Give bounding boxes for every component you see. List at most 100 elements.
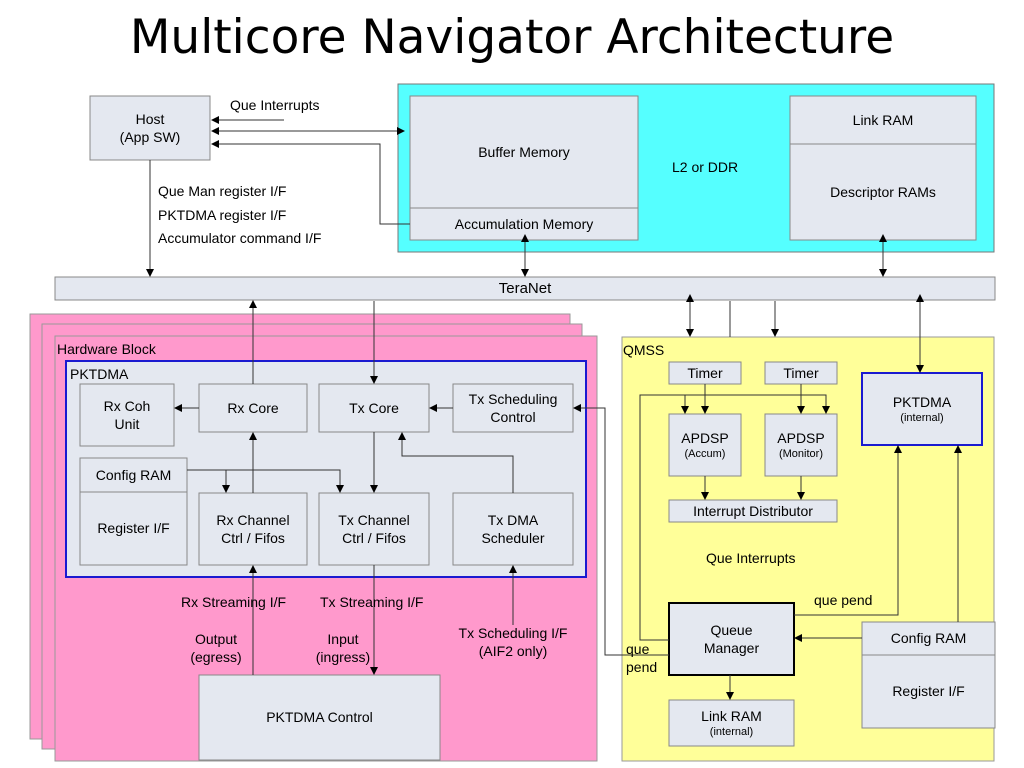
qmss-link-ram-label-box: Link RAM (internal)	[669, 700, 794, 746]
host-if-label-2: PKTDMA register I/F	[158, 207, 287, 223]
apdsp1-box	[668, 413, 742, 477]
host-box	[89, 95, 211, 161]
link-ram-descriptor-box	[789, 95, 977, 241]
rx-channel-label-1: Rx Channel	[216, 511, 290, 528]
host-sublabel: (App SW)	[119, 129, 181, 145]
tx-core-box	[318, 383, 430, 433]
buffer-memory-label: Buffer Memory	[478, 143, 570, 160]
tx-dma-sched-label-1: Tx DMA	[487, 511, 539, 528]
interrupt-distributor-label-box: Interrupt Distributor	[669, 500, 837, 522]
apdsp1-label-box: APDSP (Accum)	[669, 414, 741, 476]
link-ram-label-box: Link RAM	[790, 96, 976, 144]
qmss-pktdma-label-box: PKTDMA (internal)	[862, 373, 982, 445]
qmss-config-ram-label-box: Config RAM	[862, 622, 995, 655]
config-register-box	[79, 457, 188, 566]
accumulation-memory-label: Accumulation Memory	[454, 215, 594, 232]
register-if-label-box: Register I/F	[80, 492, 187, 565]
teranet-label-box: TeraNet	[55, 277, 995, 300]
apdsp2-sublabel: (Monitor)	[778, 447, 823, 460]
rx-channel-box	[198, 492, 308, 566]
tx-core-label-box: Tx Core	[319, 384, 429, 432]
rx-streaming-if-label: Rx Streaming I/F	[181, 594, 287, 610]
apdsp1-sublabel: (Accum)	[684, 447, 726, 460]
apdsp2-box	[764, 413, 838, 477]
teranet-label: TeraNet	[498, 279, 552, 297]
qmss-register-if-label: Register I/F	[892, 683, 965, 700]
queue-manager-label-2: Manager	[703, 640, 760, 656]
rx-coh-label-box: Rx Coh Unit	[80, 384, 174, 446]
que-pend-left-label-1: que	[626, 641, 650, 657]
qmss-pktdma-label: PKTDMA	[892, 393, 952, 410]
tx-sched-ctrl-label-1: Tx Scheduling	[468, 390, 558, 407]
qmss-pktdma-box	[861, 372, 983, 446]
descriptor-rams-label: Descriptor RAMs	[830, 183, 936, 200]
descriptor-rams-label-box: Descriptor RAMs	[790, 144, 976, 240]
que-pend-left-label-box: que pend	[626, 641, 657, 676]
tx-channel-label-box: Tx Channel Ctrl / Fifos	[319, 493, 429, 565]
connectors	[146, 116, 962, 700]
queue-manager-box	[668, 602, 795, 676]
config-ram-label-box: Config RAM	[80, 458, 187, 492]
tx-sched-if-label-box: Tx Scheduling I/F (AIF2 only)	[440, 625, 586, 660]
timer2-label-box: Timer	[765, 362, 837, 384]
aif2-only-label: (AIF2 only)	[478, 642, 548, 659]
rx-channel-label-2: Ctrl / Fifos	[221, 530, 285, 546]
rx-core-label-box: Rx Core	[199, 384, 307, 432]
qmss-label: QMSS	[623, 342, 665, 358]
rx-core-label: Rx Core	[227, 399, 279, 416]
rx-coh-label-2: Unit	[114, 416, 140, 432]
timer1-label-box: Timer	[669, 362, 741, 384]
qmss-config-register-box	[861, 621, 996, 729]
host-if-label-3: Accumulator command I/F	[158, 230, 322, 246]
ingress-label: (ingress)	[315, 648, 371, 665]
tx-channel-label-2: Ctrl / Fifos	[342, 530, 406, 546]
register-if-label: Register I/F	[97, 520, 170, 537]
link-ram-label: Link RAM	[852, 111, 914, 128]
hardware-block-label: Hardware Block	[57, 341, 156, 357]
tx-dma-sched-box	[452, 492, 574, 566]
host-if-label-1: Que Man register I/F	[158, 183, 287, 199]
accumulation-memory-label-box: Accumulation Memory	[410, 208, 638, 240]
queue-manager-label-1: Queue	[710, 621, 753, 638]
pktdma-control-label: PKTDMA Control	[266, 709, 373, 726]
tx-sched-if-label: Tx Scheduling I/F	[458, 625, 568, 641]
qmss-config-ram-label: Config RAM	[890, 630, 967, 647]
tx-streaming-if-label: Tx Streaming I/F	[320, 594, 424, 610]
egress-label: (egress)	[190, 648, 242, 665]
queue-manager-label-box: Queue Manager	[669, 603, 794, 675]
tx-dma-sched-label-2: Scheduler	[481, 530, 545, 546]
input-label-box: Input (ingress)	[308, 631, 378, 666]
tx-channel-box	[318, 492, 430, 566]
que-pend-right-label: que pend	[814, 592, 873, 608]
tx-sched-ctrl-label-2: Control	[490, 409, 536, 425]
tx-core-label: Tx Core	[349, 399, 399, 416]
output-label-box: Output (egress)	[183, 631, 249, 666]
pktdma-label: PKTDMA	[70, 366, 129, 382]
timer1-label: Timer	[687, 364, 723, 381]
apdsp2-label: APDSP	[777, 429, 825, 446]
buffer-memory-box	[409, 95, 639, 241]
page-title: Multicore Navigator Architecture	[129, 10, 895, 65]
qmss-pktdma-sublabel: (internal)	[900, 411, 944, 424]
timer2-label: Timer	[783, 364, 819, 381]
pktdma-control-box	[198, 674, 441, 761]
qmss-register-if-label-box: Register I/F	[862, 655, 995, 728]
l2-ddr-label: L2 or DDR	[672, 159, 739, 175]
host-box-label: Host (App SW)	[90, 96, 210, 160]
qmss-link-ram-box	[668, 699, 795, 747]
rx-channel-label-box: Rx Channel Ctrl / Fifos	[199, 493, 307, 565]
que-pend-left-label-2: pend	[626, 658, 658, 675]
tx-sched-ctrl-label-box: Tx Scheduling Control	[453, 384, 573, 432]
qmss-link-ram-sublabel: (internal)	[709, 725, 754, 738]
teranet-bus	[54, 276, 996, 301]
rx-coh-box	[79, 383, 175, 447]
interrupt-distributor-box	[668, 499, 838, 523]
qmss-que-interrupts-label: Que Interrupts	[706, 550, 796, 566]
apdsp1-label: APDSP	[681, 429, 729, 446]
qmss-link-ram-label: Link RAM	[701, 707, 762, 724]
pktdma-control-label-box: PKTDMA Control	[199, 675, 440, 760]
rx-coh-label-1: Rx Coh	[103, 397, 151, 414]
apdsp2-label-box: APDSP (Monitor)	[765, 414, 837, 476]
tx-sched-ctrl-box	[452, 383, 574, 433]
